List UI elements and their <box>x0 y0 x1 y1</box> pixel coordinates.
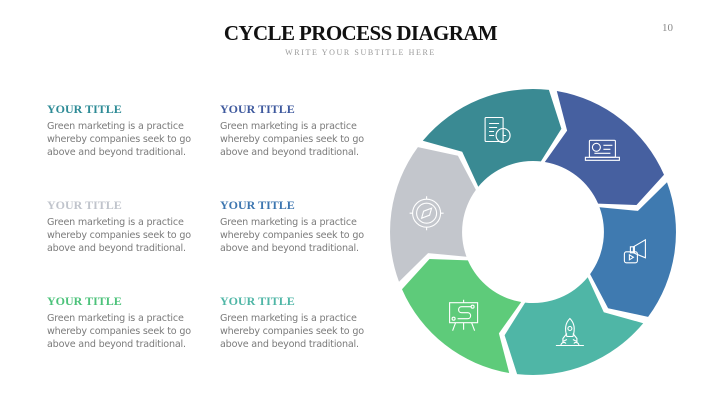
block-body: Green marketing is a practice whereby co… <box>220 313 364 350</box>
cycle-segment-5 <box>402 259 522 373</box>
block-title: YOUR TITLE <box>47 102 122 116</box>
block-body: Green marketing is a practice whereby co… <box>47 313 191 350</box>
block-body: Green marketing is a practice whereby co… <box>220 121 364 158</box>
page-number: 10 <box>662 22 673 34</box>
text-block-5: YOUR TITLE Green marketing is a practice… <box>47 294 212 351</box>
block-body: Green marketing is a practice whereby co… <box>47 121 191 158</box>
page-title: CYCLE PROCESS DIAGRAM <box>223 21 498 45</box>
text-block-1: YOUR TITLE Green marketing is a practice… <box>47 102 212 159</box>
block-title: YOUR TITLE <box>47 294 122 308</box>
cycle-segment-1 <box>422 89 562 187</box>
cycle-segment-2 <box>544 91 664 205</box>
block-title: YOUR TITLE <box>47 198 122 212</box>
text-block-4: YOUR TITLE Green marketing is a practice… <box>220 198 385 255</box>
strategy-board-icon <box>449 299 479 331</box>
rocket-icon <box>555 317 584 347</box>
block-title: YOUR TITLE <box>220 294 295 308</box>
clipboard-clock-icon <box>484 116 511 144</box>
block-title: YOUR TITLE <box>220 198 295 212</box>
cycle-segment-6 <box>390 147 476 282</box>
block-title: YOUR TITLE <box>220 102 295 116</box>
text-block-3: YOUR TITLE Green marketing is a practice… <box>47 198 212 255</box>
block-body: Green marketing is a practice whereby co… <box>220 217 364 254</box>
laptop-dollar-icon <box>584 139 620 161</box>
compass-icon <box>409 196 444 231</box>
megaphone-video-icon <box>623 238 646 264</box>
page-subtitle: WRITE YOUR SUBTITLE HERE <box>285 48 436 57</box>
cycle-diagram <box>390 89 676 375</box>
block-body: Green marketing is a practice whereby co… <box>47 217 191 254</box>
text-block-6: YOUR TITLE Green marketing is a practice… <box>220 294 385 351</box>
text-block-2: YOUR TITLE Green marketing is a practice… <box>220 102 385 159</box>
